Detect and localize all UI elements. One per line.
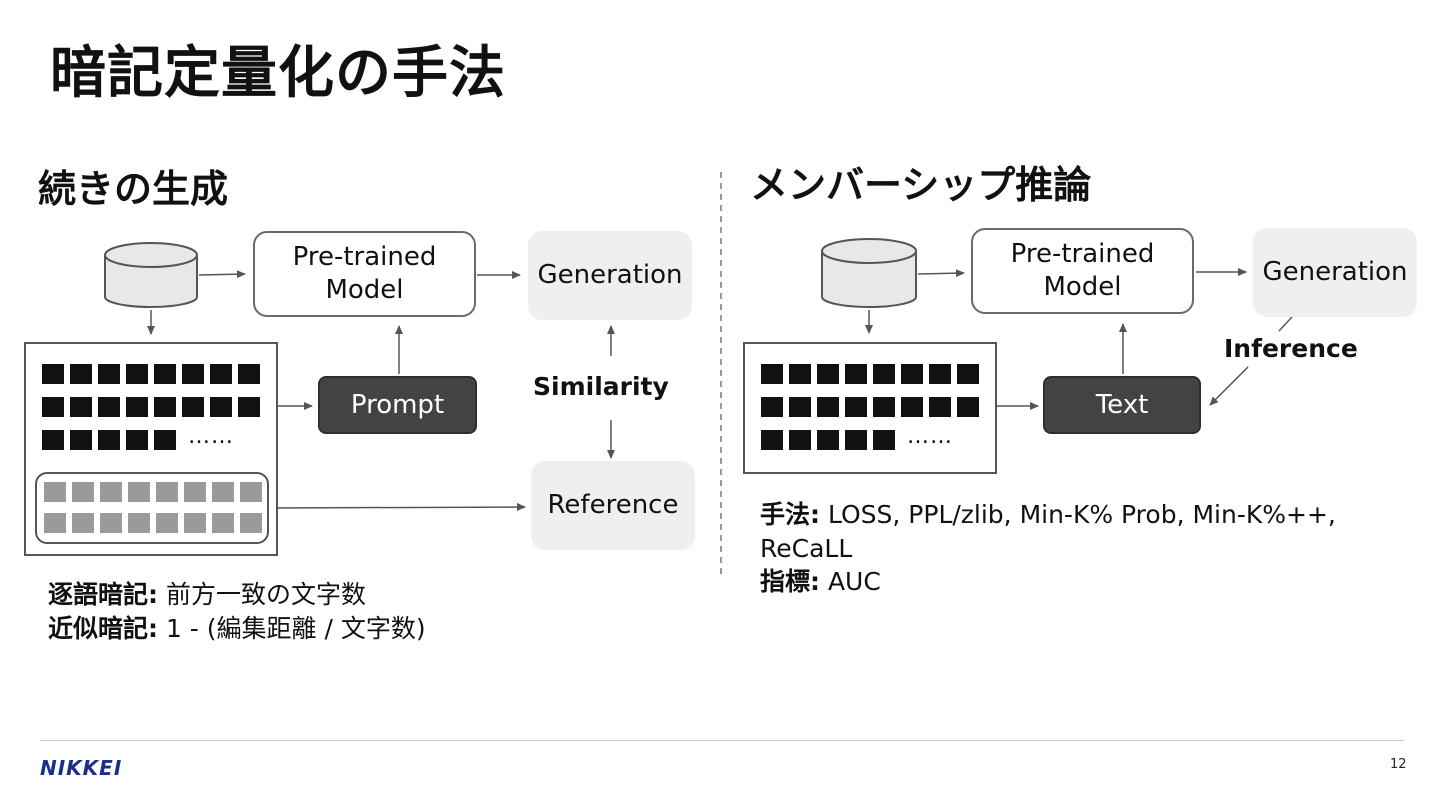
training-document-left: ……	[24, 342, 278, 556]
reference-box: Reference	[531, 461, 695, 550]
ellipsis-right: ……	[907, 424, 953, 449]
generation-box-left: Generation	[528, 231, 692, 320]
line-generation-to-inference	[1278, 316, 1293, 332]
arrow-inner-to-reference	[269, 503, 526, 512]
arrow-db-to-model-right	[917, 269, 965, 278]
metric-line-right: 指標: AUC	[760, 567, 881, 596]
token-rows-black	[42, 364, 260, 450]
inference-label: Inference	[1224, 334, 1358, 363]
methods-line-cont: ReCaLL	[760, 534, 853, 563]
section-title-continuation: 続きの生成	[38, 167, 229, 211]
methods-line: 手法: LOSS, PPL/zlib, Min-K% Prob, Min-K%+…	[760, 500, 1336, 529]
pretrained-model-box-left: Pre-trained Model	[253, 231, 476, 317]
page-number: 12	[1390, 757, 1407, 772]
database-icon-right	[821, 238, 917, 308]
training-document-right: ……	[743, 342, 997, 474]
metric-approximate: 近似暗記: 1 - (編集距離 / 文字数)	[48, 614, 426, 643]
token-rows-gray	[44, 482, 262, 533]
pretrained-model-box-right: Pre-trained Model	[971, 228, 1194, 314]
generation-box-right: Generation	[1253, 228, 1417, 317]
text-box: Text	[1043, 376, 1201, 434]
nikkei-logo: NIKKEI	[40, 756, 123, 780]
metric-verbatim: 逐語暗記: 前方一致の文字数	[48, 580, 366, 609]
continuation-tokens-box	[35, 472, 269, 544]
database-icon-left	[104, 242, 198, 308]
slide-title: 暗記定量化の手法	[50, 41, 506, 106]
arrow-inference-to-text	[1209, 366, 1249, 406]
section-title-membership-inference: メンバーシップ推論	[750, 163, 1092, 207]
arrow-db-to-model-left	[198, 270, 246, 279]
prompt-box: Prompt	[318, 376, 477, 434]
similarity-label: Similarity	[533, 372, 669, 401]
token-rows-black-right	[761, 364, 979, 450]
footer-divider	[40, 740, 1405, 741]
ellipsis-left: ……	[188, 424, 234, 449]
